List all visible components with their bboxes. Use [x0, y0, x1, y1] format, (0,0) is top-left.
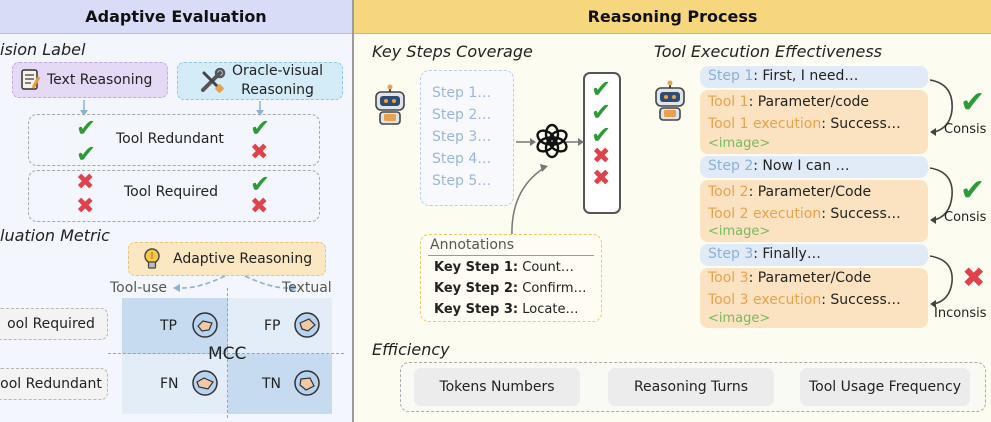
consistency-curves [929, 79, 953, 308]
tool-execution-title: Tool Execution Effectiveness [654, 42, 882, 61]
cross-icon: ✖ [250, 194, 269, 219]
panel-divider [352, 0, 354, 422]
tool-redundant-row [28, 114, 320, 166]
adaptive-reasoning-label: Adaptive Reasoning [173, 251, 313, 267]
step-1-line: Step 1: First, I need… [708, 68, 859, 84]
document-icon [21, 69, 41, 90]
adaptive-reasoning-box: Adaptive Reasoning [128, 242, 326, 276]
check-icon: ✔ [591, 98, 612, 126]
step-4-text: Step 4… [432, 151, 492, 167]
lightbulb-icon [144, 248, 160, 269]
tool-required-row [28, 170, 320, 222]
check-icon: ✔ [76, 114, 97, 142]
tool-2-line: Tool 2: Parameter/Code [708, 184, 872, 200]
tool-2-exec-line: Tool 2 execution: Success… [708, 206, 901, 222]
coverage-result-box [583, 72, 621, 214]
right-header: Reasoning Process [354, 0, 991, 34]
tool-1-image-tag: <image> [708, 136, 771, 151]
step-2-text: Step 2… [432, 107, 492, 123]
tokens-numbers-item: Tokens Numbers [414, 368, 580, 406]
tool-1-exec-line: Tool 1 execution: Success… [708, 116, 901, 132]
tool-2-block [700, 180, 928, 242]
check-icon: ✔ [591, 75, 612, 103]
annotation-row-2: Key Step 2: Confirm… [434, 281, 587, 296]
tool-2-image-tag: <image> [708, 224, 771, 239]
oracle-visual-label-line2: Reasoning [241, 82, 314, 98]
tool-1-line: Tool 1: Parameter/code [708, 94, 870, 110]
left-header-title: Adaptive Evaluation [85, 7, 267, 26]
tool-usage-frequency-item: Tool Usage Frequency [800, 368, 970, 406]
verdict-1-label: Consis [944, 122, 987, 137]
row-label-tool-redundant: ool Redundant [0, 368, 108, 400]
robot-icon [375, 84, 405, 125]
tool-use-label: Tool-use [110, 280, 168, 296]
tool-3-line: Tool 3: Parameter/Code [708, 270, 872, 286]
text-reasoning-label: Text Reasoning [47, 72, 153, 88]
verdict-2-label: Consis [944, 210, 987, 225]
steps-box [420, 70, 514, 206]
step-2-line: Step 2: Now I can … [708, 158, 850, 174]
step-1-bar [700, 66, 928, 88]
cross-icon: ✖ [592, 144, 611, 169]
tp-label: TP [160, 318, 177, 334]
step-3-line: Step 3: Finally… [708, 246, 821, 262]
verdict-3-label: Inconsis [934, 306, 987, 321]
adaptive-branch-arrows [173, 275, 297, 292]
check-icon: ✔ [960, 173, 986, 208]
step-2-bar [700, 156, 928, 178]
row-label-tool-required: ool Required [0, 308, 108, 340]
tool-3-block [700, 268, 928, 328]
openai-icon [536, 123, 568, 159]
step-3-bar [700, 244, 928, 266]
tools-icon [201, 67, 226, 93]
key-steps-arrows [511, 138, 584, 239]
step-3-text: Step 3… [432, 129, 492, 145]
fp-label: FP [264, 318, 281, 334]
cross-icon: ✖ [76, 194, 95, 219]
check-icon: ✔ [76, 140, 97, 168]
robot-icon [655, 80, 685, 121]
handshake-icon [192, 312, 218, 338]
check-icon: ✔ [250, 170, 271, 198]
annotations-box [420, 234, 602, 322]
right-header-title: Reasoning Process [587, 7, 758, 26]
efficiency-title: Efficiency [372, 340, 450, 359]
textual-label: Textual [282, 280, 332, 296]
fn-label: FN [160, 376, 179, 392]
key-steps-title: Key Steps Coverage [372, 42, 533, 61]
cross-icon: ✖ [76, 170, 95, 195]
oracle-visual-box: Oracle-visual Reasoning [177, 62, 343, 100]
left-header: Adaptive Evaluation [0, 0, 352, 34]
decision-arrows [80, 100, 264, 116]
tool-redundant-label: Tool Redundant [116, 131, 224, 147]
handshake-icon [294, 370, 320, 396]
tool-3-image-tag: <image> [708, 311, 771, 326]
tool-1-block [700, 90, 928, 154]
check-icon: ✔ [591, 121, 612, 149]
text-reasoning-box: Text Reasoning [12, 62, 168, 98]
cross-icon: ✖ [250, 140, 269, 165]
annotations-title: Annotations [430, 237, 515, 253]
mcc-label: MCC [208, 344, 247, 364]
step-5-text: Step 5… [432, 173, 492, 189]
tool-required-label: Tool Required [124, 184, 218, 200]
cross-icon: ✖ [592, 166, 611, 191]
evaluation-metric-title: luation Metric [0, 226, 110, 245]
handshake-icon [294, 312, 320, 338]
matrix-divider-h [108, 353, 344, 354]
step-1-text: Step 1… [432, 85, 492, 101]
cross-icon: ✖ [962, 261, 986, 294]
tool-3-exec-line: Tool 3 execution: Success… [708, 292, 901, 308]
oracle-visual-label-line1: Oracle-visual [232, 63, 324, 79]
tn-label: TN [262, 376, 282, 392]
handshake-icon [192, 370, 218, 396]
annotations-underline [428, 255, 594, 256]
annotation-row-1: Key Step 1: Count… [434, 260, 574, 275]
decision-label-title: ision Label [0, 40, 86, 59]
annotation-row-3: Key Step 3: Locate… [434, 302, 579, 317]
reasoning-turns-item: Reasoning Turns [608, 368, 774, 406]
check-icon: ✔ [250, 114, 271, 142]
check-icon: ✔ [960, 85, 986, 120]
